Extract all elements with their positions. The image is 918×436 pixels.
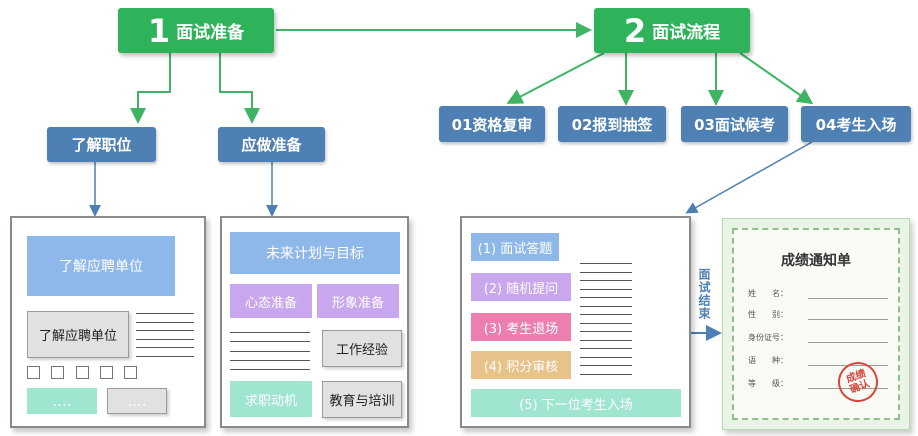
panel-a-mid-block: 了解应聘单位: [27, 311, 129, 358]
panel-b-mind: 心态准备: [230, 284, 312, 318]
panel-c-text-lines: [580, 263, 632, 375]
checkbox-square: [27, 366, 40, 379]
panel-c-step3: (3) 考生退场: [471, 313, 571, 341]
certificate-field-name: 姓 名：: [748, 288, 888, 299]
certificate-field-label: 性 别：: [748, 310, 788, 319]
panel-b-work: 工作经验: [322, 330, 402, 367]
step2-number: 2: [623, 11, 647, 50]
interview-end-label: 面试结束: [697, 268, 711, 320]
certificate-field-level: 等 级：: [748, 378, 888, 389]
arrow-step2-b4: [739, 52, 814, 105]
panel-c-step1: (1) 面试答题: [471, 233, 559, 261]
panel-a-bottom-left: ....: [27, 388, 97, 414]
branch-waiting: 03面试候考: [681, 106, 788, 142]
certificate-field-label: 身份证号：: [748, 333, 788, 342]
step1-label: 面试准备: [176, 23, 245, 43]
certificate-field-label: 等 级：: [748, 379, 788, 388]
panel-c-step2: (2) 随机提问: [471, 273, 571, 301]
panel-know-position: 了解应聘单位 了解应聘单位 .... ....: [10, 216, 206, 428]
checkbox-square: [99, 366, 113, 379]
certificate: 成绩通知单 姓 名： 性 别： 身份证号： 语 种： 等 级： 成绩 确认: [722, 218, 910, 430]
branch-know-position: 了解职位: [47, 127, 156, 162]
branch-enter: 04考生入场: [801, 106, 911, 142]
certificate-field-label: 姓 名：: [748, 289, 788, 298]
panel-a-top-block: 了解应聘单位: [27, 236, 175, 296]
branch-checkin-draw: 02报到抽签: [558, 106, 666, 142]
certificate-field-id: 身份证号：: [748, 332, 888, 343]
arrow-step2-b1: [506, 52, 605, 104]
panel-b-text-lines: [230, 332, 310, 370]
checkbox-square: [51, 366, 65, 379]
panel-b-image: 形象准备: [317, 284, 399, 318]
panel-preparation: 未来计划与目标 心态准备 形象准备 工作经验 求职动机 教育与培训: [220, 216, 409, 428]
arrow-step1-right: [219, 53, 260, 124]
arrow-step1-left: [130, 53, 171, 124]
panel-c-step4: (4) 积分审核: [471, 351, 571, 379]
certificate-title: 成绩通知单: [781, 253, 851, 269]
certificate-border: 成绩通知单 姓 名： 性 别： 身份证号： 语 种： 等 级： 成绩 确认: [732, 228, 900, 420]
panel-b-motivation: 求职动机: [230, 381, 312, 417]
arrow-b4-panel: [685, 141, 813, 214]
panel-a-bottom-right: ....: [107, 388, 167, 414]
step1-header: 1 面试准备: [118, 8, 274, 53]
step2-header: 2 面试流程: [594, 8, 750, 53]
panel-a-checkbox-row: [27, 366, 137, 379]
panel-a-text-lines: [136, 313, 194, 357]
checkbox-square: [75, 366, 89, 379]
panel-c-step5: (5) 下一位考生入场: [471, 389, 681, 417]
branch-preparation: 应做准备: [218, 127, 325, 162]
certificate-field-language: 语 种：: [748, 355, 888, 366]
panel-b-education: 教育与培训: [322, 381, 402, 418]
panel-b-top: 未来计划与目标: [230, 232, 400, 274]
step1-number: 1: [147, 11, 171, 50]
branch-qualification-review: 01资格复审: [439, 106, 545, 142]
certificate-field-gender: 性 别：: [748, 309, 888, 320]
step2-label: 面试流程: [652, 23, 721, 43]
checkbox-square: [124, 366, 137, 379]
certificate-field-label: 语 种：: [748, 356, 788, 365]
panel-interview-process: (1) 面试答题 (2) 随机提问 (3) 考生退场 (4) 积分审核 (5) …: [460, 216, 691, 428]
